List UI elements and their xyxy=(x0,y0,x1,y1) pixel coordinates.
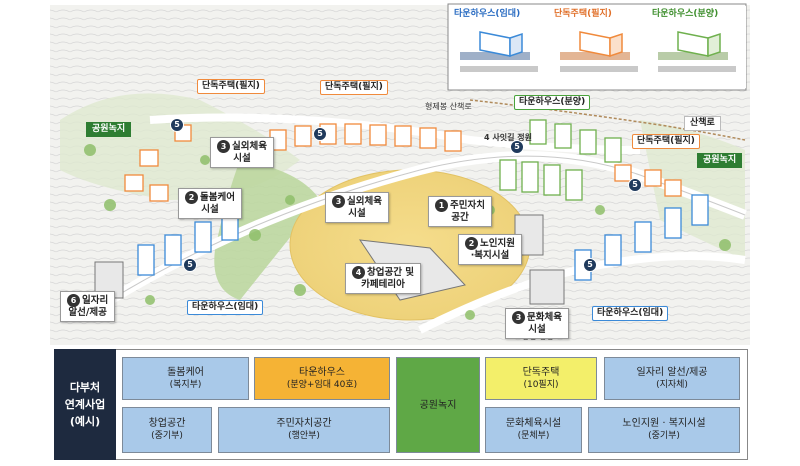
panel-title-line-1: 다부처 xyxy=(69,381,101,394)
legend-townhouse-rent: 타운하우스(임대) xyxy=(450,6,548,88)
cell-care: 돌봄케어(복지부) xyxy=(122,357,249,400)
panel-title: 다부처 연계사업 (예시) xyxy=(54,349,116,460)
legend-townhouse-sale: 타운하우스(분양) xyxy=(648,6,746,88)
marker-5-a: 5 xyxy=(313,127,327,141)
trees xyxy=(84,144,731,320)
marker-5-d: 5 xyxy=(183,258,197,272)
cell-park: 공원녹지 xyxy=(396,357,480,453)
lower-road xyxy=(418,252,746,334)
detached-house-building-icon xyxy=(560,31,638,72)
label-walkway: 산책로 xyxy=(684,116,721,131)
detached-houses-top xyxy=(269,123,462,152)
label-park-left: 공원녹지 xyxy=(86,122,132,137)
legend-detached-lot-label: 단독주택(필지) xyxy=(554,9,612,19)
marker-5-e: 5 xyxy=(583,258,597,272)
legend-townhouse-rent-label: 타운하우스(임대) xyxy=(454,9,521,19)
marker-5-c: 5 xyxy=(628,178,642,192)
cell-resident-autonomy: 주민자치공간(행안부) xyxy=(218,407,390,453)
marker-5-f: 5 xyxy=(170,118,184,132)
label-garden: 4 사잇길 정원 xyxy=(484,133,532,142)
label-detached-2: 단독주택(필지) xyxy=(320,80,388,95)
label-detached-1: 단독주택(필지) xyxy=(197,79,265,94)
townhouse-rent-building-icon xyxy=(460,31,538,72)
label-townhouse-rent-2: 타운하우스(임대) xyxy=(592,306,669,321)
townhouses-rent-right xyxy=(574,194,709,281)
cell-jobs: 일자리 알선/제공(지자체) xyxy=(604,357,740,400)
marker-5-b: 5 xyxy=(510,140,524,154)
cell-startup: 창업공간(중기부) xyxy=(122,407,212,453)
label-trail: 형제봉 산책로 xyxy=(425,102,472,111)
panel-title-line-2: 연계사업 xyxy=(64,398,106,411)
townhouse-sale-building-icon xyxy=(658,31,736,72)
label-park-right: 공원녹지 xyxy=(697,153,743,168)
cell-townhouse: 타운하우스(분양+임대 40호) xyxy=(254,357,390,400)
detached-houses-right xyxy=(614,164,682,197)
legend-townhouse-sale-label: 타운하우스(분양) xyxy=(652,9,719,19)
legend-detached-lot: 단독주택(필지) xyxy=(550,6,648,88)
walking-trail xyxy=(469,99,746,141)
cell-detached: 단독주택(10필지) xyxy=(485,357,597,400)
panel-title-line-3: (예시) xyxy=(69,415,101,428)
label-detached-3: 단독주택(필지) xyxy=(632,134,700,149)
cell-culture-sports: 문화체육시설(문체부) xyxy=(485,407,582,453)
label-townhouse-sale: 타운하우스(분양) xyxy=(514,95,591,110)
label-townhouse-rent-1: 타운하우스(임대) xyxy=(187,300,264,315)
cell-senior-welfare: 노인지원 · 복지시설(중기부) xyxy=(588,407,740,453)
townhouses-sale xyxy=(499,119,622,201)
